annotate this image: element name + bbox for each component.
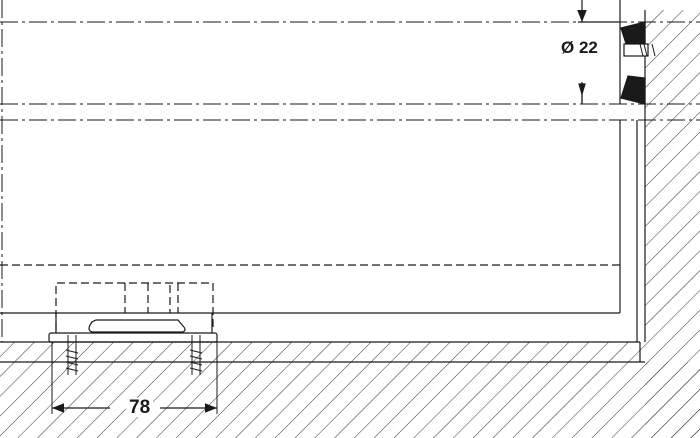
runner-lever bbox=[88, 319, 186, 333]
floor-board-hatch bbox=[0, 342, 645, 362]
screw-right bbox=[189, 335, 203, 375]
bumper-diameter-label: Ø 22 bbox=[561, 38, 598, 57]
bumper bbox=[620, 21, 646, 105]
runner-ghost bbox=[55, 282, 214, 330]
mounting-plate bbox=[48, 332, 218, 343]
screw-left bbox=[65, 335, 79, 375]
screw-spacing-label: 78 bbox=[126, 398, 154, 417]
floor-hatch bbox=[0, 362, 700, 438]
